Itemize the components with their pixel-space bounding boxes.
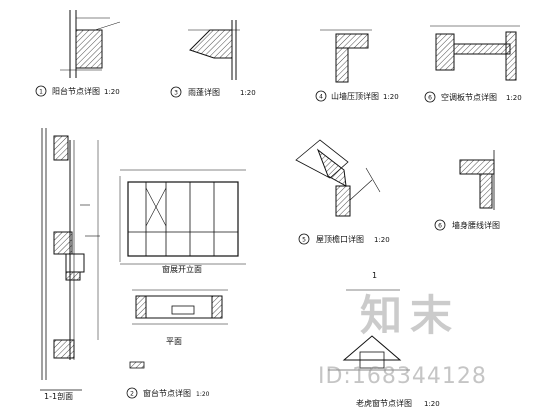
detail-title-windowsill: 窗台节点详图 <box>143 388 191 398</box>
detail-number: 6 <box>428 95 432 102</box>
detail-waistline <box>459 150 495 210</box>
detail-scale-ac: 1:20 <box>506 94 522 102</box>
detail-title-roof: 屋顶檐口详图 <box>316 234 364 244</box>
detail-label-windowsill: 窗台节点详图 1:20 2 <box>126 387 210 399</box>
detail-canopy <box>188 20 240 80</box>
section-1-1 <box>41 128 100 380</box>
detail-number: 4 <box>319 94 323 101</box>
plan-title: 平面 <box>166 337 182 346</box>
detail-label-balcony: 阳台节点详图 1:20 1 <box>35 85 120 97</box>
detail-scale-canopy: 1:20 <box>240 89 256 97</box>
detail-label-ac: 空调板节点详图 1:20 6 <box>424 91 522 103</box>
detail-scale-dormer: 1:20 <box>424 400 440 408</box>
detail-label-canopy: 雨蓬详图 1:20 3 <box>170 86 256 98</box>
detail-ac-board <box>430 25 520 81</box>
detail-label-dormer: 老虎窗节点详图 1:20 <box>356 398 440 408</box>
detail-number: 3 <box>174 90 178 97</box>
section-mark: 1 <box>372 271 377 280</box>
window-plan <box>132 289 228 325</box>
detail-title-canopy: 雨蓬详图 <box>188 87 220 97</box>
detail-dormer: 1 <box>328 271 410 371</box>
elevation-label: 窗展开立面 <box>162 264 202 274</box>
detail-roof-eave <box>295 139 381 217</box>
window-elevation <box>119 169 246 265</box>
elevation-title: 窗展开立面 <box>162 264 202 274</box>
detail-gable-coping <box>320 29 372 83</box>
detail-title-waistline: 墙身腰线详图 <box>452 220 500 230</box>
detail-scale-roof: 1:20 <box>374 236 390 244</box>
detail-scale-balcony: 1:20 <box>104 88 120 96</box>
detail-label-waistline: 墙身腰线详图 6 <box>434 219 500 231</box>
detail-title-gable: 山墙压顶详图 <box>331 91 379 101</box>
detail-title-dormer: 老虎窗节点详图 <box>356 398 412 408</box>
detail-label-roof: 屋顶檐口详图 1:20 5 <box>298 233 390 245</box>
watermark-id: ID:168344128 <box>318 364 487 389</box>
detail-scale-windowsill: 1:20 <box>196 391 210 398</box>
detail-number: 6 <box>438 223 442 230</box>
detail-number: 2 <box>130 391 134 398</box>
detail-title-balcony: 阳台节点详图 <box>52 86 100 96</box>
detail-windowsill <box>129 361 145 369</box>
detail-number: 5 <box>302 237 306 244</box>
detail-number: 1 <box>39 89 43 96</box>
plan-label: 平面 <box>166 337 182 346</box>
section-label: 1-1剖面 <box>40 389 82 401</box>
detail-title-ac: 空调板节点详图 <box>441 92 497 102</box>
watermark-logo: 知末 <box>360 291 461 340</box>
section-title: 1-1剖面 <box>44 391 73 401</box>
detail-scale-gable: 1:20 <box>383 93 399 101</box>
detail-balcony-node <box>60 10 121 78</box>
detail-label-gable: 山墙压顶详图 1:20 4 <box>315 90 399 102</box>
